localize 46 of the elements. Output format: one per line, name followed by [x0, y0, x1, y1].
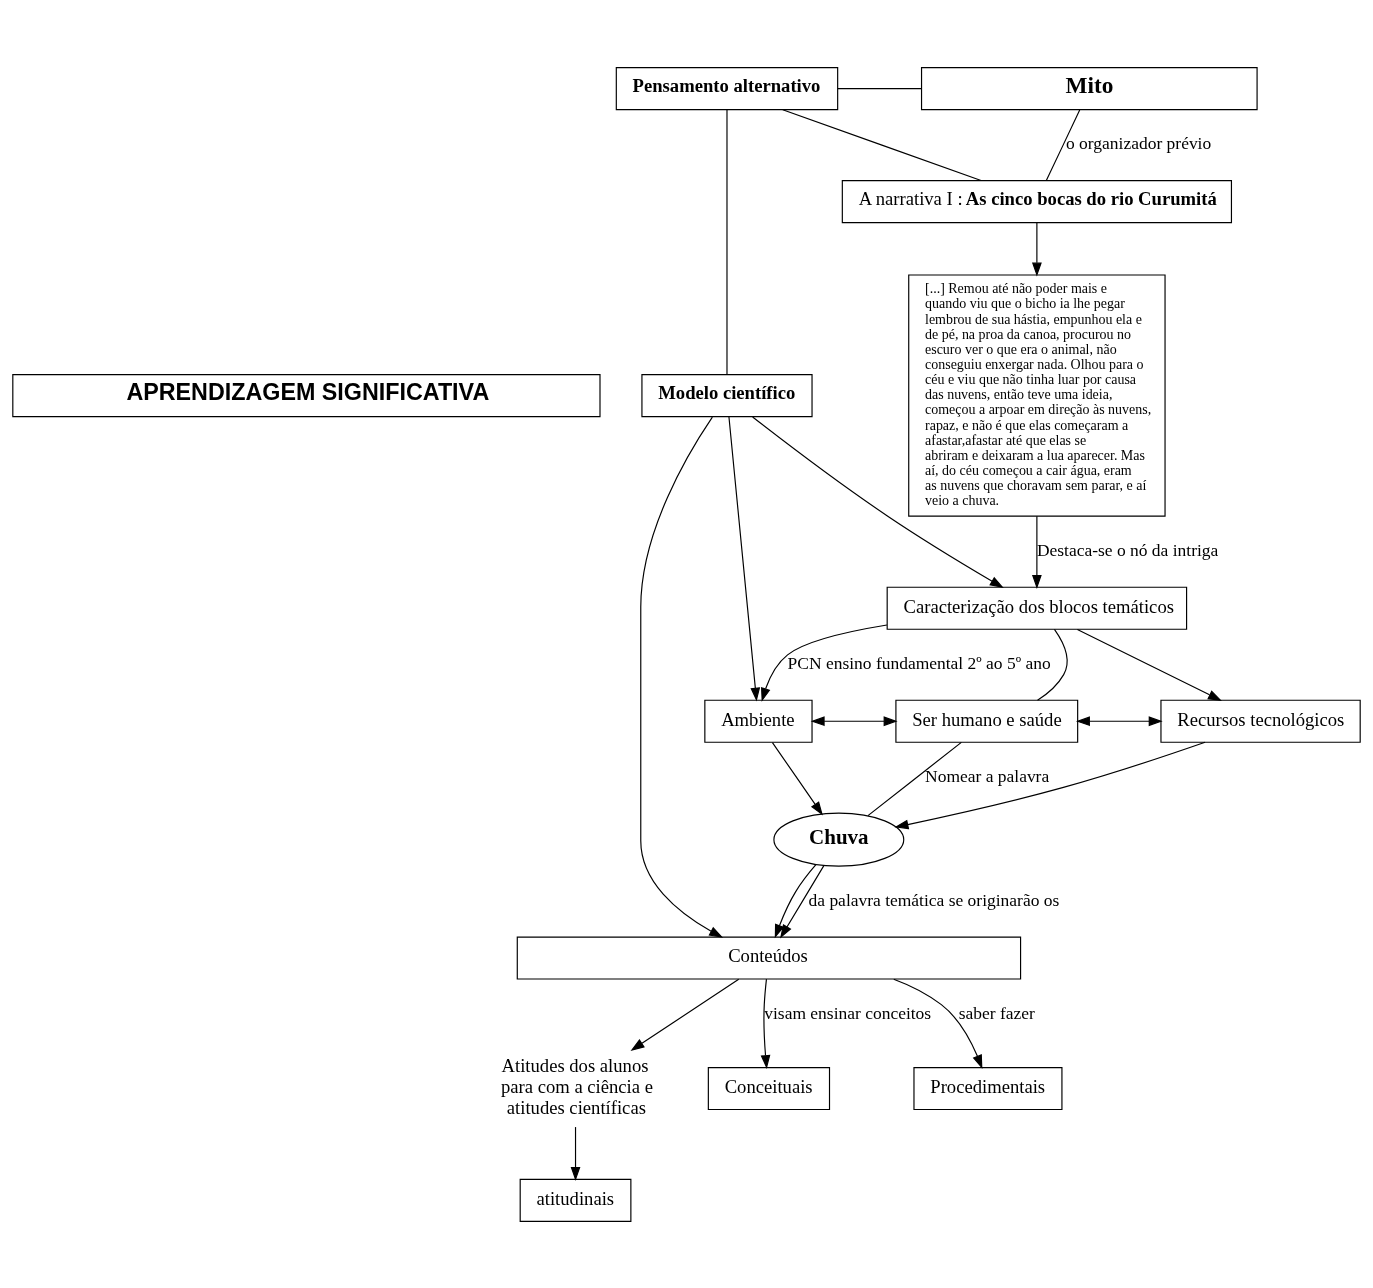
arrow [760, 978, 771, 1069]
arrow [894, 741, 1206, 829]
node-box: Ambiente [704, 699, 813, 743]
connector [726, 108, 728, 375]
node-box: atitudinais [519, 1178, 632, 1222]
arrow [1075, 715, 1163, 726]
connector [837, 87, 922, 89]
arrow [752, 415, 1004, 588]
connector [867, 741, 962, 816]
arrow [640, 416, 724, 938]
arrow [1076, 628, 1222, 701]
edge-label: o organizador prévio [1066, 132, 1212, 153]
connector [1036, 628, 1068, 701]
node-box: Pensamento alternativo [615, 66, 839, 110]
node-text: Atitudes dos alunos para com a ciência e atitudes científicas [500, 1054, 653, 1118]
node-box: APRENDIZAGEM SIGNIFICATIVA [12, 373, 601, 417]
arrow [728, 415, 761, 702]
node-box: Conceituais [707, 1066, 831, 1110]
arrow [771, 741, 823, 816]
node-box: Procedimentais [913, 1066, 1063, 1110]
arrow [893, 978, 983, 1069]
arrow [810, 715, 898, 726]
arrow [780, 864, 825, 938]
edge-label: PCN ensino fundamental 2º ao 5º ano [787, 652, 1051, 673]
node-box: Conteúdos [516, 936, 1022, 980]
node-ellipse: Chuva [773, 812, 905, 867]
arrow [761, 623, 888, 702]
node-box: [...] Remou até não poder mais e quando viu que o bicho ia lhe pegar lembrou de sua hástia, empunhou ela e de pé, na proa da canoa, procurou no escuro ver o que era o animal, não conseguiu enxergar nada. Olhou para o céu e viu que não tinha luar por causa das nuvens, então teve uma ideia, começou a arpoar em direção às nuvens, rapaz, e não é que elas começaram a afastar,afastar até que elas se abriram e deixaram a lua aparecer. Mas aí, do céu começou a cair água, eram as nuvens que choravam sem parar, e aí veio a chuva. [908, 273, 1166, 517]
node-box: Recursos tecnológicos [1160, 699, 1361, 743]
arrow [1032, 515, 1042, 589]
connector [782, 108, 982, 181]
arrow [774, 863, 817, 938]
connector [1045, 109, 1081, 181]
edge-label: visam ensinar conceitos [764, 1002, 932, 1023]
edge-label: da palavra temática se originarão os [808, 889, 1060, 910]
arrow [570, 1126, 581, 1181]
node-box: Modelo científico [641, 373, 813, 417]
edge-label: Nomear a palavra [925, 765, 1050, 786]
node-box: A narrativa I : As cinco bocas do rio Curumitá [841, 179, 1233, 223]
arrow [1032, 221, 1042, 277]
arrow [630, 978, 740, 1051]
node-box: Ser humano e saúde [895, 699, 1079, 743]
node-box: Caracterização dos blocos temáticos [886, 586, 1188, 630]
edge-label: Destaca-se o nó da intriga [1036, 539, 1219, 560]
node-box: Mito [920, 66, 1258, 110]
edge-label: saber fazer [958, 1002, 1035, 1023]
